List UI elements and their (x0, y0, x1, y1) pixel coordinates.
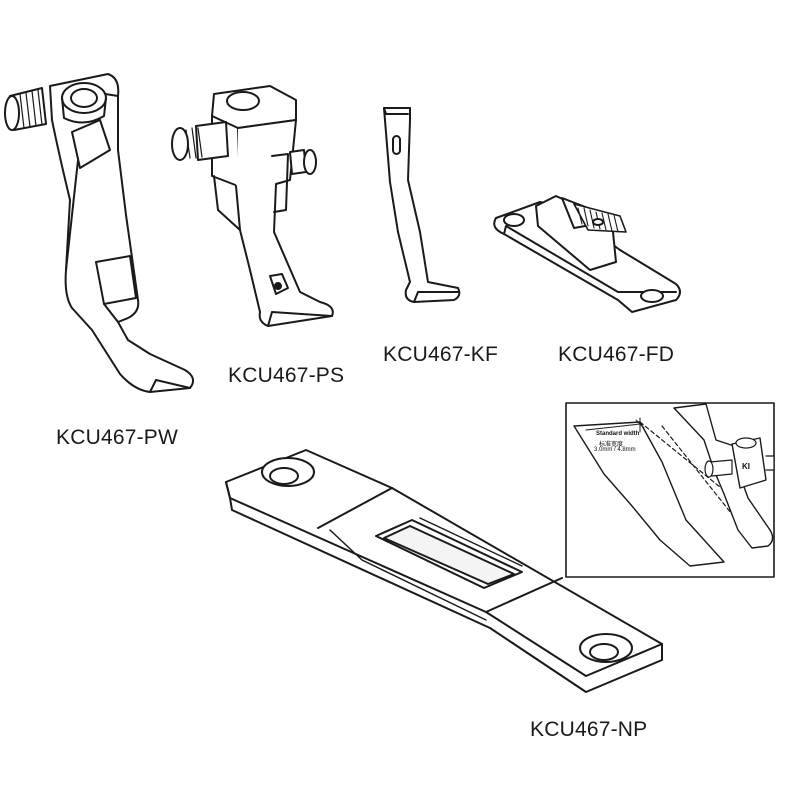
inset-logo-mark: KI (742, 462, 750, 471)
part-label-ps: KCU467-PS (228, 364, 345, 387)
presser-foot-pw-drawing (4, 73, 195, 393)
inset-width-sizes: 3.0mm / 4.8mm (594, 447, 636, 453)
inset-standard-width-cn-label: 标准宽度 (599, 442, 624, 448)
presser-foot-ps-drawing (171, 85, 334, 327)
part-label-np: KCU467-NP (530, 718, 648, 741)
feed-dog-fd-drawing (493, 195, 681, 313)
needle-plate-np-drawing (225, 449, 663, 693)
usage-inset-drawing (565, 402, 775, 578)
part-label-pw: KCU467-PW (56, 426, 178, 449)
part-label-kf: KCU467-KF (383, 343, 499, 366)
part-label-fd: KCU467-FD (558, 343, 675, 366)
guide-kf-drawing (383, 107, 461, 303)
inset-standard-width-label: Standard width (596, 431, 640, 437)
